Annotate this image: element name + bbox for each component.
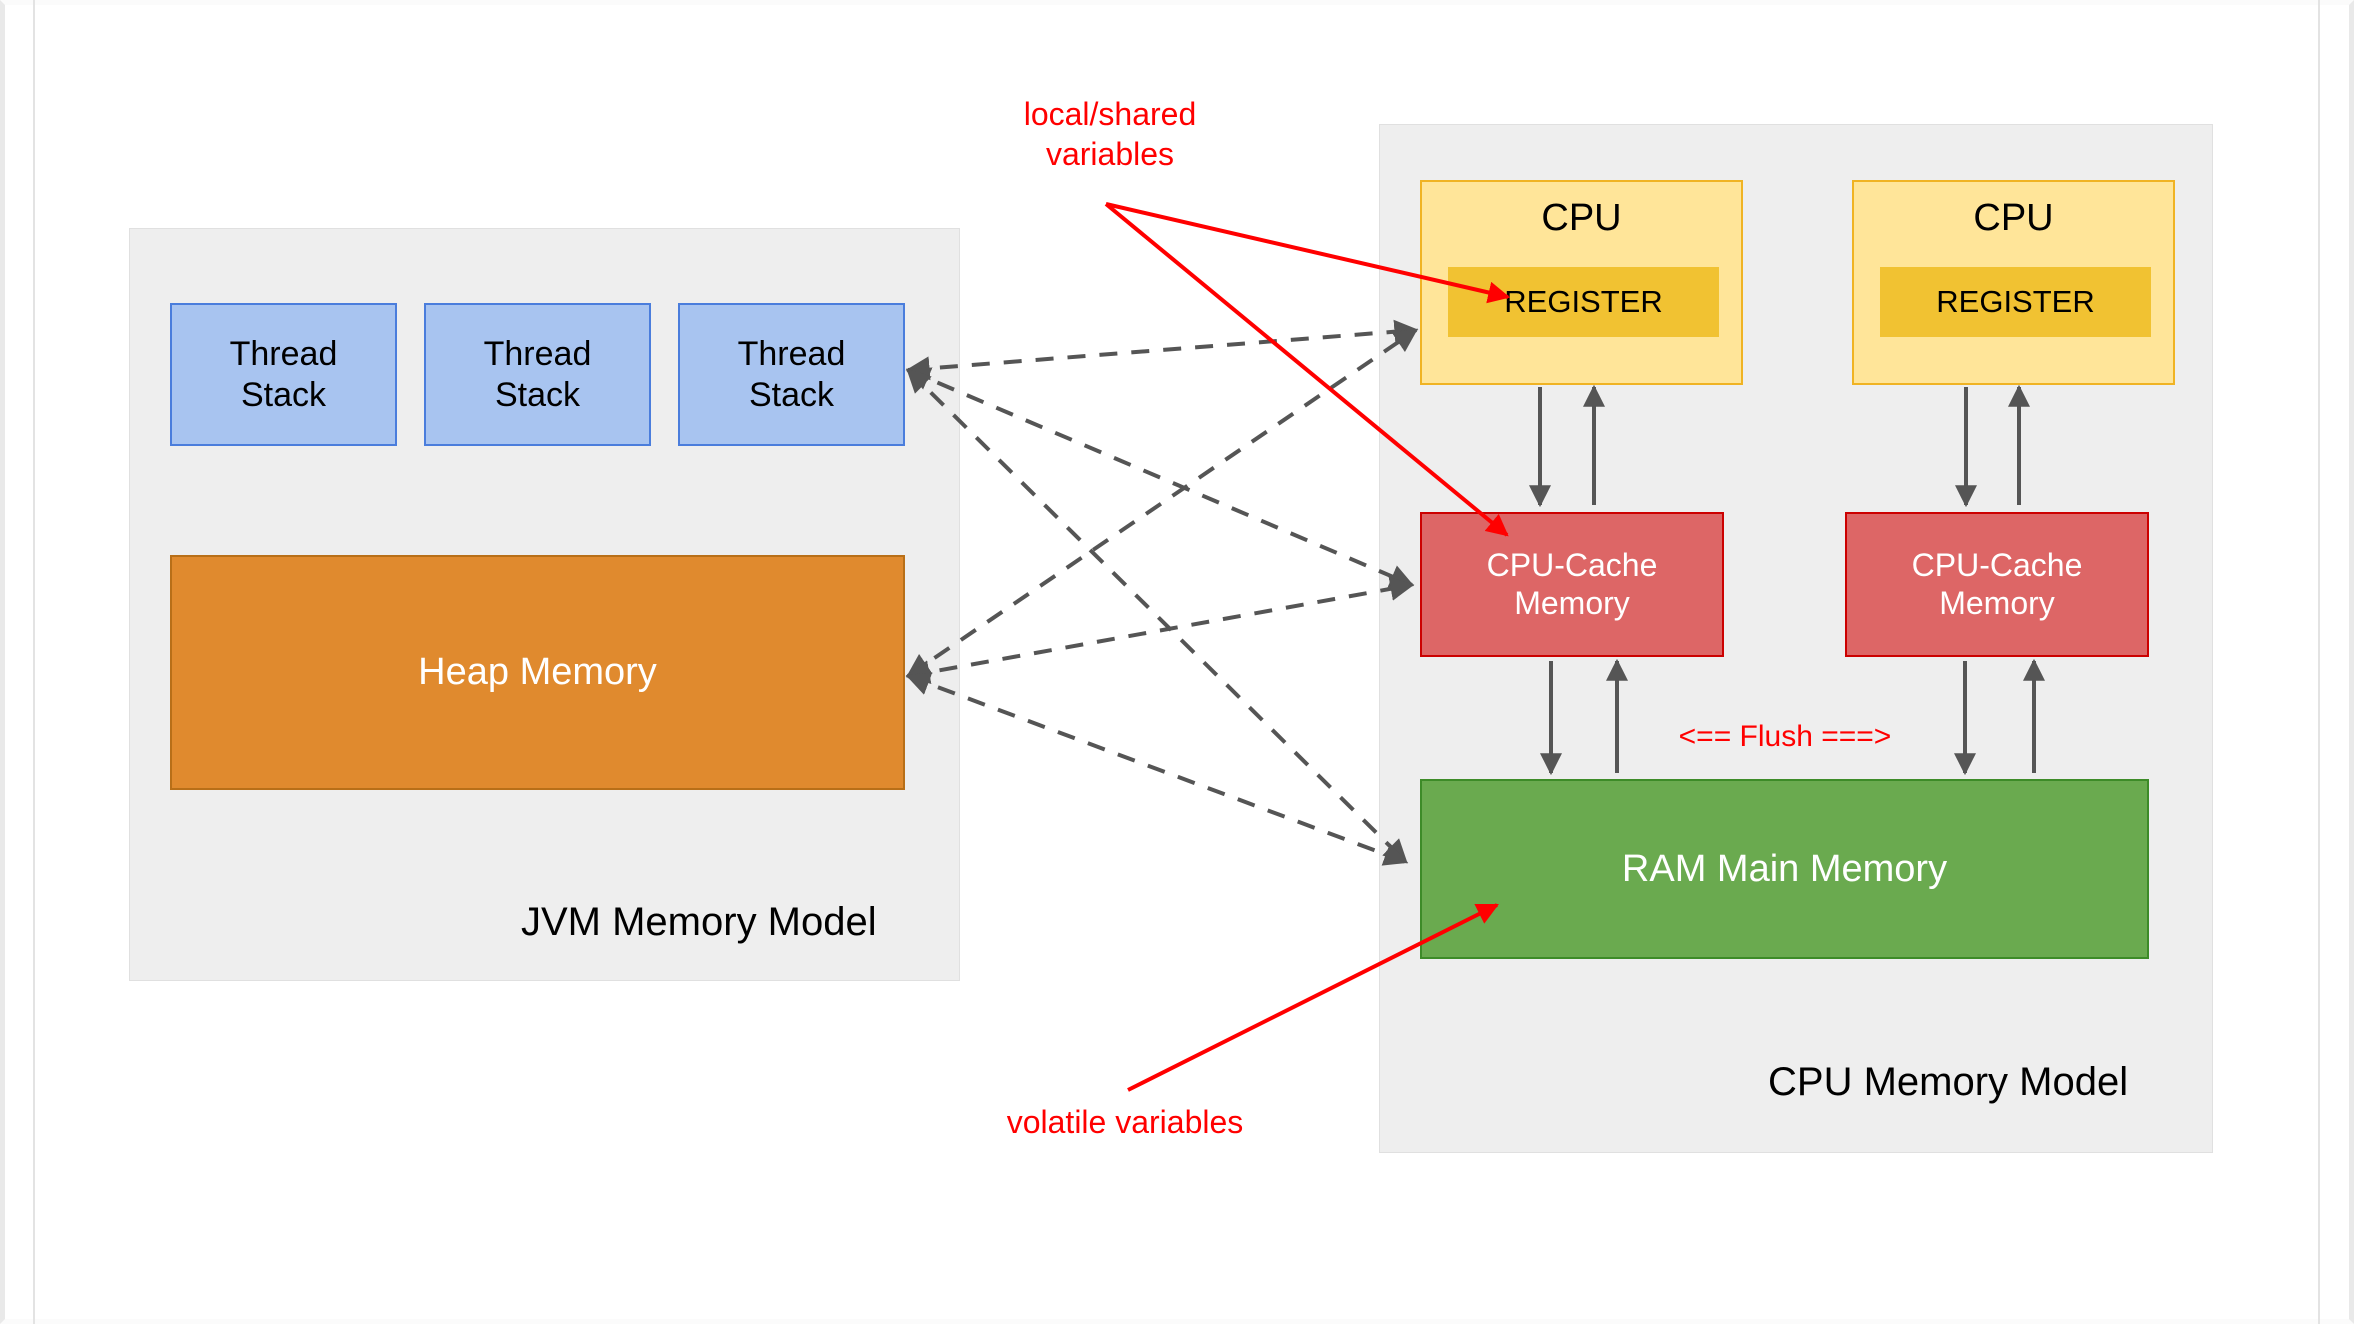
thread-stack-label-3: Thread Stack bbox=[737, 335, 846, 414]
link-heap-to-ram bbox=[905, 672, 1409, 866]
thread-stack-label-2: Thread Stack bbox=[483, 335, 592, 414]
ram-main-memory-label: RAM Main Memory bbox=[1621, 847, 1948, 890]
thread-stack-box-2[interactable]: Thread Stack bbox=[424, 303, 651, 446]
cpu-cache-box-2[interactable]: CPU-Cache Memory bbox=[1845, 512, 2149, 657]
cpu-box-2[interactable]: CPU REGISTER bbox=[1852, 180, 2175, 385]
thread-stack-label-1: Thread Stack bbox=[229, 335, 338, 414]
page-edge-right bbox=[2318, 0, 2320, 1324]
register-box-2[interactable]: REGISTER bbox=[1880, 267, 2151, 337]
jvm-memory-model-title: JVM Memory Model bbox=[521, 900, 877, 944]
cpu-cache-box-1[interactable]: CPU-Cache Memory bbox=[1420, 512, 1724, 657]
heap-memory-label: Heap Memory bbox=[418, 651, 657, 694]
annotation-volatile-variables: volatile variables bbox=[1006, 1104, 1244, 1140]
cpu-cache-label-1: CPU-Cache Memory bbox=[1486, 546, 1658, 621]
cpu-box-1[interactable]: CPU REGISTER bbox=[1420, 180, 1743, 385]
ram-main-memory-box[interactable]: RAM Main Memory bbox=[1420, 779, 2149, 959]
thread-stack-box-1[interactable]: Thread Stack bbox=[170, 303, 397, 446]
link-heap-to-register bbox=[906, 328, 1418, 678]
cpu-label-2: CPU bbox=[1973, 197, 2054, 239]
link-thread-stack-to-register bbox=[905, 319, 1419, 381]
register-label-2: REGISTER bbox=[1936, 283, 2095, 319]
link-thread-stack-to-ram bbox=[906, 368, 1408, 864]
link-heap-to-cache bbox=[905, 577, 1415, 684]
annotation-local-shared-variables: local/shared variables bbox=[1023, 96, 1197, 172]
annotation-flush: <== Flush ===> bbox=[1678, 720, 1892, 753]
register-label-1: REGISTER bbox=[1504, 283, 1663, 319]
cpu-cache-label-2: CPU-Cache Memory bbox=[1911, 546, 2083, 621]
register-box-1[interactable]: REGISTER bbox=[1448, 267, 1719, 337]
link-thread-stack-to-cache bbox=[905, 367, 1415, 588]
thread-stack-box-3[interactable]: Thread Stack bbox=[678, 303, 905, 446]
heap-memory-box[interactable]: Heap Memory bbox=[170, 555, 905, 790]
cpu-label-1: CPU bbox=[1541, 197, 1622, 239]
page-edge-left bbox=[33, 0, 35, 1324]
cpu-memory-model-title: CPU Memory Model bbox=[1768, 1060, 2129, 1104]
